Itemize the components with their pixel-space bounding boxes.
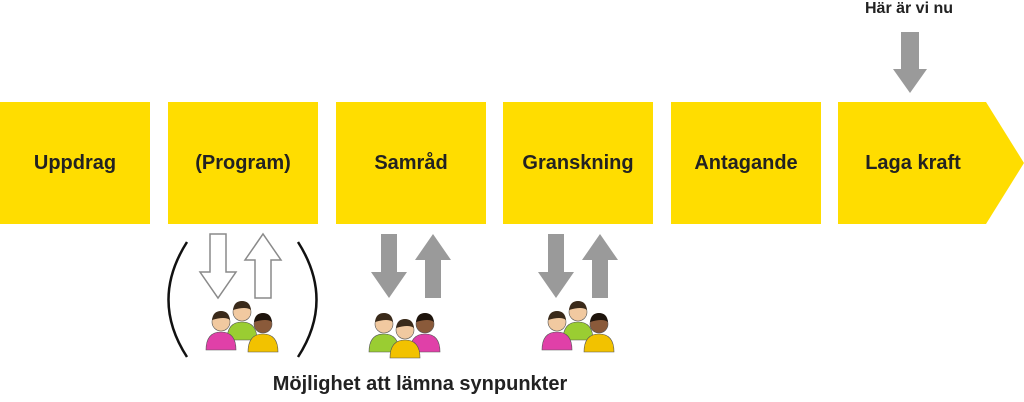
- stage-label: Uppdrag: [33, 151, 117, 174]
- parenthesis-icon: [296, 241, 318, 358]
- stage-granskning: Granskning: [503, 102, 653, 224]
- parenthesis-icon: [167, 241, 189, 358]
- arrow-down-icon: [538, 234, 574, 298]
- stage-uppdrag: Uppdrag: [0, 102, 150, 224]
- arrow-up-icon: [415, 234, 451, 298]
- stage-label: (Program): [195, 151, 291, 174]
- people-group-icon: [368, 312, 441, 359]
- arrow-up-icon: [243, 232, 283, 299]
- stage-label: Antagande: [694, 151, 798, 174]
- people-group-icon: [541, 300, 615, 353]
- stage-program: (Program): [168, 102, 318, 224]
- stage-label: Laga kraft: [865, 151, 961, 174]
- people-group-icon: [205, 300, 279, 353]
- arrow-down-icon: [893, 32, 927, 93]
- arrow-up-icon: [582, 234, 618, 298]
- arrow-down-icon: [371, 234, 407, 298]
- stage-laga-kraft: Laga kraft: [838, 102, 1024, 224]
- stage-antagande: Antagande: [671, 102, 821, 224]
- stage-samrad: Samråd: [336, 102, 486, 224]
- here-indicator-label: Här är vi nu: [864, 0, 954, 17]
- caption: Möjlighet att lämna synpunkter: [272, 373, 568, 395]
- stage-label: Granskning: [522, 151, 634, 174]
- stage-label: Samråd: [374, 151, 448, 174]
- arrow-down-icon: [198, 233, 238, 300]
